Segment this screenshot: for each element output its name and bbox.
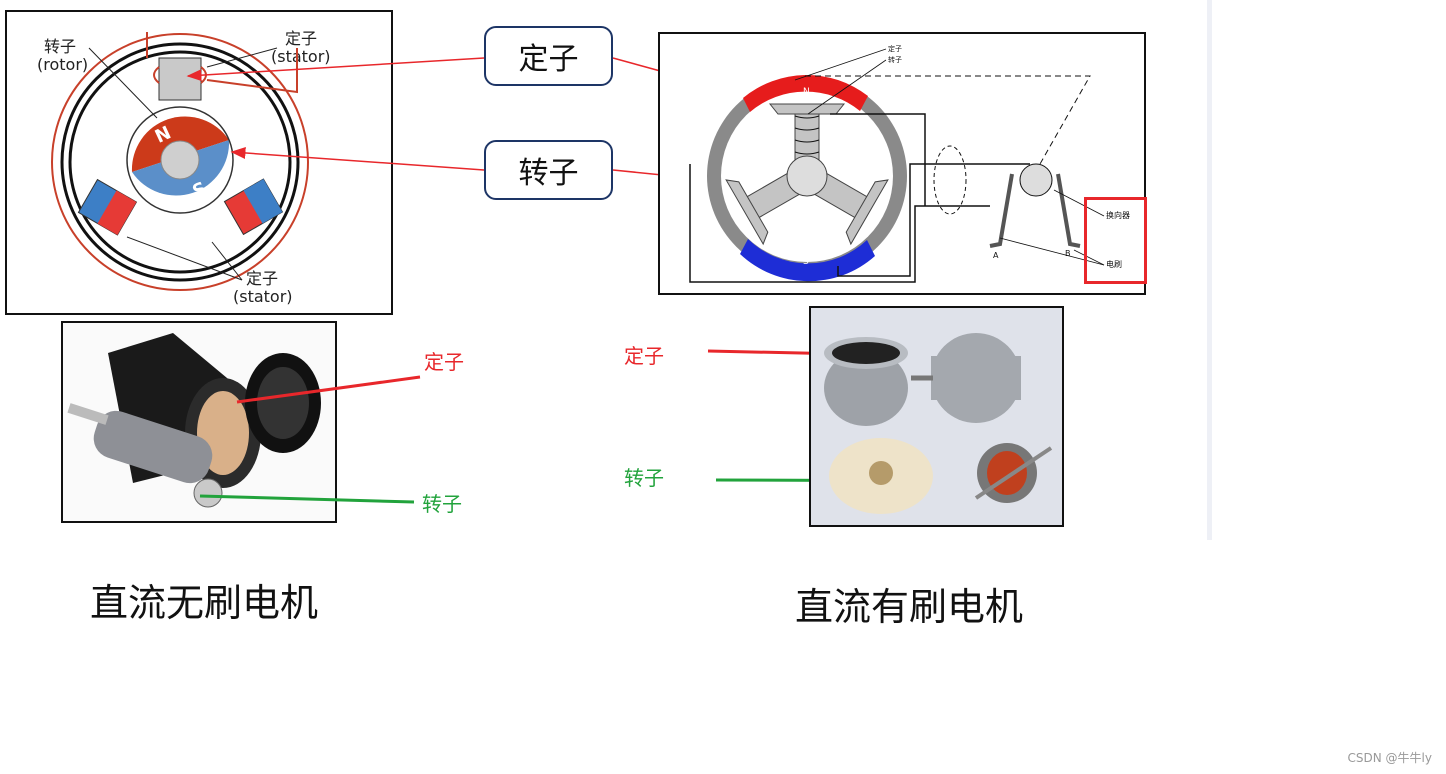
- bldc-diagram-svg: N S 转子 (rotor) 定子 (stator) 定子 (stator): [37, 29, 331, 306]
- callout-stator-label: 定子: [518, 42, 579, 77]
- stator-top-label-en: (stator): [271, 47, 331, 66]
- brush-label: 电刷: [1106, 259, 1122, 269]
- stator-bottom-label-en: (stator): [233, 287, 293, 306]
- callout-rotor-label: 转子: [518, 156, 579, 191]
- commutator-label: 换向器: [1106, 210, 1130, 220]
- bldc-diagram: N S 转子 (rotor) 定子 (stator) 定子 (stator): [5, 10, 393, 315]
- stator-top-label-cn: 定子: [285, 29, 317, 48]
- stator-coil-left: [77, 178, 138, 236]
- brush-a-label: A: [993, 251, 999, 260]
- arrow-rotor-bldc: [230, 146, 485, 171]
- line-left-stator: [236, 375, 421, 404]
- rotor-small-label: 转子: [888, 55, 902, 64]
- highlight-box: [1084, 197, 1147, 284]
- magnet-s: [740, 239, 875, 282]
- stator-bottom-label-cn: 定子: [246, 269, 278, 288]
- caption-brushed: 直流有刷电机: [795, 585, 1024, 629]
- bldc-photo-illustration: [63, 323, 335, 521]
- brushed-photo: [809, 306, 1064, 527]
- brushed-photo-illustration: [811, 308, 1062, 525]
- left-photo-stator-label: 定子: [424, 350, 464, 374]
- pole-s-label: S: [803, 257, 809, 267]
- right-photo-stator-label: 定子: [624, 344, 664, 368]
- brushes: [989, 173, 1081, 248]
- callout-stator: 定子: [484, 26, 613, 86]
- rotor-magnet: [126, 106, 234, 214]
- arrow-stator-bldc: [186, 57, 485, 82]
- bldc-photo: [61, 321, 337, 523]
- watermark: CSDN @牛牛ly: [1347, 751, 1432, 765]
- magnet-n: [743, 75, 868, 112]
- line-left-rotor: [199, 494, 415, 504]
- stator-ring-inner: [68, 50, 292, 274]
- caption-brushless: 直流无刷电机: [90, 581, 319, 625]
- brush-b-label: B: [1065, 249, 1071, 258]
- winding-wire: [51, 33, 309, 291]
- rotor-label-cn: 转子: [44, 37, 76, 56]
- rotor-armature: [725, 103, 889, 246]
- commutator: [1019, 163, 1053, 197]
- brushed-diagram: N S A B 定子 转子 换向器 电刷: [658, 32, 1146, 295]
- right-photo-rotor-label: 转子: [624, 466, 664, 490]
- stator-small-label: 定子: [888, 44, 902, 53]
- callout-rotor: 转子: [484, 140, 613, 200]
- pole-n-label: N: [803, 87, 810, 97]
- page-divider: [1207, 0, 1212, 540]
- rotor-label-en: (rotor): [37, 55, 88, 74]
- brushed-diagram-svg: N S A B 定子 转子 换向器 电刷: [689, 44, 1130, 283]
- stator-ring-outer: [60, 42, 300, 282]
- stator-coil-right: [223, 178, 284, 236]
- left-photo-rotor-label: 转子: [422, 492, 462, 516]
